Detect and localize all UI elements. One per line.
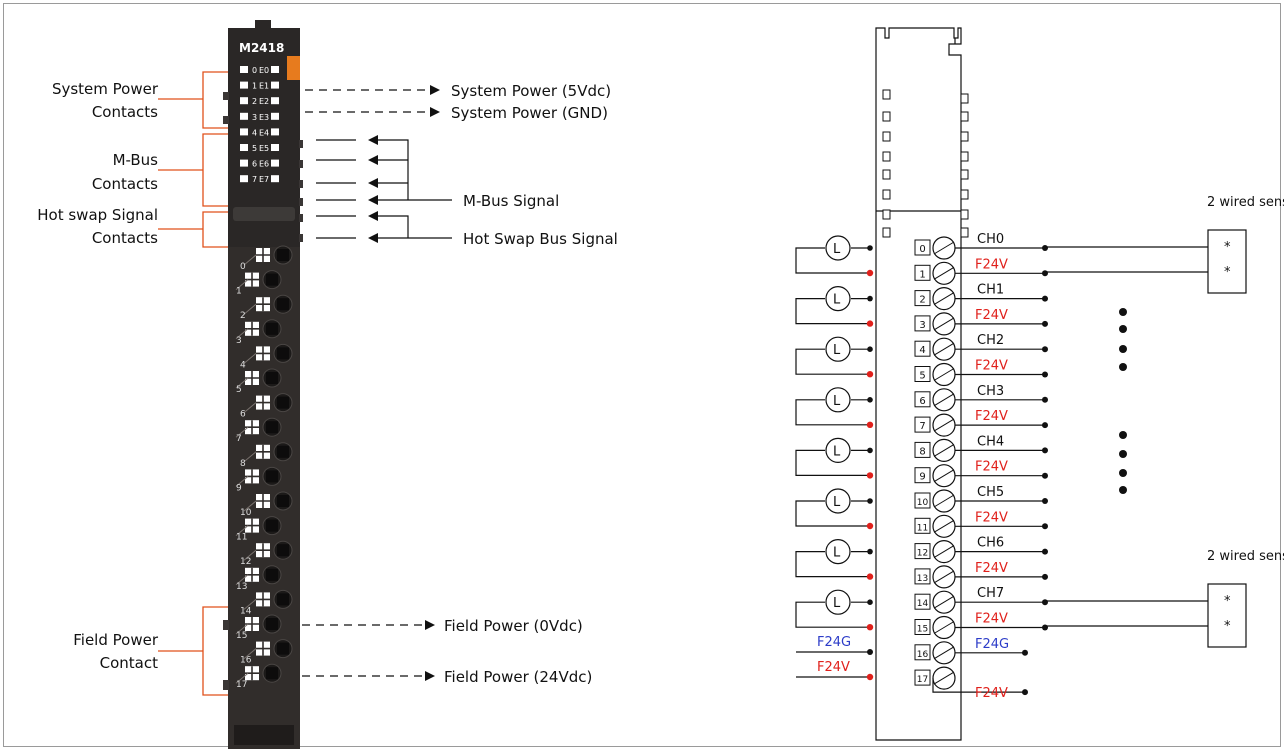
system-power-5v-label: System Power (5Vdc) bbox=[451, 82, 611, 100]
contact-led bbox=[240, 144, 248, 151]
field-power-24v-label: Field Power (24Vdc) bbox=[444, 668, 592, 686]
front-terminal: 10 bbox=[240, 491, 293, 518]
module-model-label: M2418 bbox=[239, 41, 284, 55]
front-terminal: 2 bbox=[240, 294, 293, 321]
contact-led bbox=[271, 175, 279, 183]
front-terminal-number: 3 bbox=[236, 336, 242, 346]
front-terminal-number: 16 bbox=[240, 656, 252, 666]
system-power-contacts-label-2: Contacts bbox=[92, 103, 158, 121]
orange-led bbox=[287, 56, 300, 80]
front-terminal: 13 bbox=[235, 565, 282, 592]
front-terminal-number: 2 bbox=[240, 311, 246, 321]
front-terminal: 16 bbox=[240, 639, 293, 666]
mbus-contacts-label-2: Contacts bbox=[92, 175, 158, 193]
front-terminal-number: 9 bbox=[236, 483, 242, 493]
front-terminal-number: 4 bbox=[240, 360, 246, 370]
front-terminal: 4 bbox=[240, 343, 293, 370]
contact-number: 0 bbox=[252, 66, 257, 75]
front-terminal: 9 bbox=[235, 466, 282, 493]
front-terminal-number: 8 bbox=[240, 459, 246, 469]
contact-led bbox=[240, 175, 248, 183]
contact-number: 6 bbox=[252, 160, 257, 169]
mbus-signal-label: M-Bus Signal bbox=[463, 192, 559, 210]
contact-led bbox=[240, 97, 248, 105]
front-terminal: 8 bbox=[240, 442, 293, 469]
front-terminal-number: 10 bbox=[240, 508, 252, 518]
field-power-contact-label-2: Contact bbox=[100, 654, 158, 672]
contact-number: 5 bbox=[252, 144, 257, 153]
hot-swap-bus-signal-label: Hot Swap Bus Signal bbox=[463, 230, 618, 248]
signal-lines bbox=[302, 89, 452, 677]
contact-number: 1 bbox=[252, 82, 257, 91]
front-terminal: 1 bbox=[235, 270, 282, 297]
contact-e-label: E1 bbox=[259, 82, 269, 91]
contact-led bbox=[240, 66, 248, 73]
front-terminal-number: 12 bbox=[240, 557, 251, 567]
contact-led bbox=[271, 97, 279, 105]
front-terminal-number: 15 bbox=[236, 631, 247, 641]
front-terminal: 11 bbox=[235, 516, 282, 543]
diagram-frame bbox=[3, 3, 1281, 747]
front-terminal-number: 7 bbox=[236, 434, 242, 444]
system-power-gnd-label: System Power (GND) bbox=[451, 104, 608, 122]
field-power-contact-label: Field Power bbox=[73, 631, 159, 649]
contact-number: 2 bbox=[252, 97, 257, 106]
contact-number: 3 bbox=[252, 113, 257, 122]
front-terminal: 3 bbox=[235, 319, 282, 346]
signal-arrows bbox=[368, 85, 440, 681]
front-terminal: 7 bbox=[235, 417, 282, 444]
contact-led bbox=[240, 112, 248, 120]
contact-e-label: E0 bbox=[259, 66, 269, 75]
contact-led bbox=[240, 128, 248, 136]
contact-e-label: E2 bbox=[259, 97, 269, 106]
contact-led bbox=[240, 159, 248, 167]
field-power-0v-label: Field Power (0Vdc) bbox=[444, 617, 583, 635]
hot-swap-contacts-label-2: Contacts bbox=[92, 229, 158, 247]
front-terminal: 0 bbox=[240, 245, 293, 272]
front-terminal: 12 bbox=[240, 540, 293, 567]
contact-led bbox=[240, 81, 248, 89]
front-terminal: 17 bbox=[235, 663, 282, 690]
contact-e-label: E7 bbox=[259, 175, 269, 184]
front-terminal: 5 bbox=[235, 368, 282, 395]
front-terminal-number: 5 bbox=[236, 385, 242, 395]
label-brackets bbox=[158, 71, 228, 696]
system-power-contacts-label: System Power bbox=[52, 80, 159, 98]
front-terminal: 15 bbox=[235, 614, 282, 641]
front-terminal: 14 bbox=[240, 589, 293, 616]
front-terminal-number: 13 bbox=[236, 582, 247, 592]
contact-led bbox=[271, 144, 279, 151]
hot-swap-contacts-label: Hot swap Signal bbox=[37, 206, 158, 224]
mbus-contacts-label: M-Bus bbox=[113, 151, 159, 169]
contact-led bbox=[271, 66, 279, 73]
front-terminal-number: 14 bbox=[240, 606, 252, 616]
contact-e-label: E5 bbox=[259, 144, 269, 153]
contact-number: 7 bbox=[252, 175, 257, 184]
contact-e-label: E3 bbox=[259, 113, 269, 122]
contact-led bbox=[271, 112, 279, 120]
contact-led bbox=[271, 81, 279, 89]
front-terminal-number: 17 bbox=[236, 680, 247, 690]
front-terminal-number: 6 bbox=[240, 410, 246, 420]
contact-led bbox=[271, 128, 279, 136]
front-terminal: 6 bbox=[240, 393, 293, 420]
front-terminal-number: 11 bbox=[236, 533, 247, 543]
contact-number: 4 bbox=[252, 128, 257, 137]
contact-e-label: E6 bbox=[259, 160, 269, 169]
contact-e-label: E4 bbox=[259, 128, 269, 137]
front-terminal-number: 1 bbox=[236, 287, 242, 297]
front-terminal-number: 0 bbox=[240, 262, 246, 272]
contact-led bbox=[271, 159, 279, 167]
